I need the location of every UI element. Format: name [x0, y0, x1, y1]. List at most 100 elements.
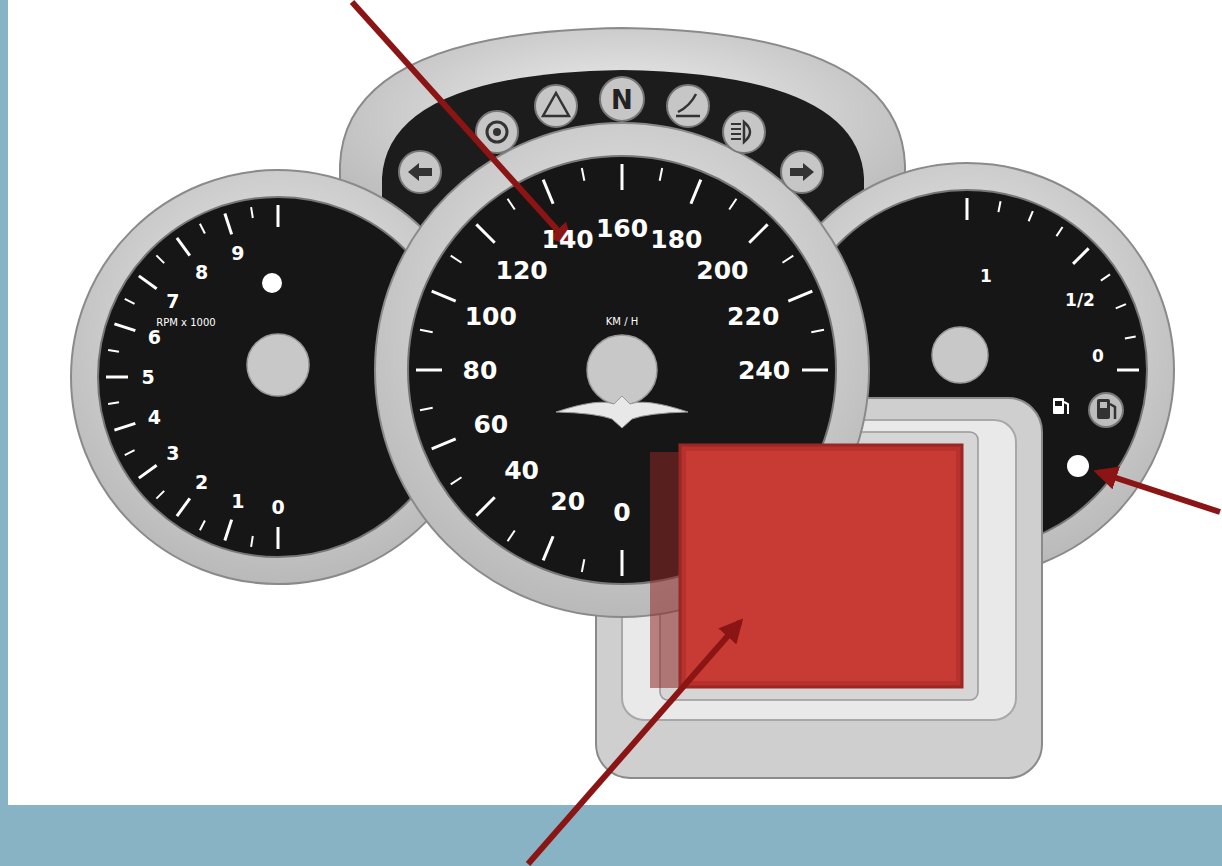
gauge-tick [508, 199, 515, 210]
needle-hub [247, 334, 309, 396]
gauge-tick [200, 224, 205, 234]
gauge-tick [1116, 304, 1126, 308]
speed-number: 140 [542, 226, 594, 251]
gauge-tick [139, 276, 157, 289]
indicator-dot [1067, 455, 1089, 477]
gauge-tick [660, 168, 663, 181]
gauge-tick [621, 164, 624, 190]
gauge-tick [1117, 369, 1139, 372]
gauge-tick [788, 291, 812, 301]
side-stand-lamp [667, 85, 709, 127]
eagle-logo [556, 396, 688, 428]
speed-unit: KM / H [606, 317, 638, 327]
gauge-tick [106, 376, 128, 379]
gauge-tick [543, 536, 553, 560]
gauge-tick [125, 299, 135, 304]
needle-hub [587, 335, 657, 405]
speed-number: 0 [613, 500, 630, 525]
gauge-tick [1101, 274, 1110, 280]
gauge-tick [621, 550, 624, 576]
fuel-mark: 1 [980, 268, 992, 285]
gauge-tick [582, 168, 585, 181]
gauge-tick [416, 369, 442, 372]
gauge-tick [476, 224, 494, 242]
gauge-tick [108, 402, 119, 404]
tachometer-number: 3 [166, 444, 179, 463]
gauge-tick [729, 199, 736, 210]
gauge-tick [139, 465, 157, 478]
speed-number: 240 [738, 358, 790, 383]
tachometer-number: 8 [195, 262, 208, 281]
tachometer-number: 6 [148, 327, 161, 346]
gauge-tick [749, 224, 767, 242]
gauge-tick [966, 198, 969, 220]
gauge-tick [451, 256, 462, 263]
gauge-tick [451, 477, 462, 484]
tachometer-number: 0 [271, 498, 284, 517]
indicator-lamps [399, 77, 823, 193]
speed-number: 100 [465, 303, 517, 328]
gauge-tick [998, 201, 1000, 212]
gauge-tick [251, 207, 253, 218]
speed-number: 160 [596, 216, 648, 241]
gauge-tick [508, 530, 515, 541]
gauge-tick [225, 520, 232, 541]
gauge-tick [432, 291, 456, 301]
display-screen-face [686, 451, 956, 681]
speed-number: 40 [504, 458, 539, 483]
gauge-tick [582, 559, 585, 572]
gauge-tick [114, 423, 135, 430]
gauge-tick [156, 491, 164, 499]
gauge-tick [782, 256, 793, 263]
speed-number: 200 [696, 257, 748, 282]
speed-number: 220 [727, 303, 779, 328]
tachometer-number: 2 [195, 473, 208, 492]
leader-arrow [528, 622, 740, 864]
turn-right-lamp [781, 151, 823, 193]
display-screen [680, 445, 962, 687]
tachometer-number: 5 [141, 368, 154, 387]
turn-left-lamp [399, 151, 441, 193]
gauge-tick [225, 213, 232, 234]
tachometer-number: 1 [231, 491, 244, 510]
speed-number: 20 [550, 489, 585, 514]
display-bezel [596, 398, 1042, 778]
gauge-tick [200, 520, 205, 530]
gauge-tick [420, 408, 433, 411]
gauge-tick [1073, 248, 1089, 264]
leader-arrow [1098, 472, 1220, 512]
gauge-tick [114, 324, 135, 331]
speed-number: 60 [473, 412, 508, 437]
neutral-lamp [600, 77, 644, 121]
indicator-dot [262, 273, 282, 293]
gauge-tick [420, 330, 433, 333]
speed-number: 180 [650, 226, 702, 251]
tachometer-number: 7 [166, 291, 179, 310]
gauge-tick [125, 450, 135, 455]
fuel-warning-lamp [1089, 393, 1123, 427]
fuel-mark: 1/2 [1065, 292, 1095, 309]
gauge-tick [811, 330, 824, 333]
gauge-tick [1056, 227, 1062, 236]
speed-number: 120 [495, 257, 547, 282]
gauge-tick [277, 205, 280, 227]
gauge-tick [177, 238, 190, 256]
leader-arrow [352, 2, 570, 244]
gauge-tick [1125, 336, 1136, 338]
fuel-mark: 0 [1092, 348, 1104, 365]
gauge-tick [802, 369, 828, 372]
gauge-tick [691, 180, 701, 204]
high-beam-lamp [723, 111, 765, 153]
gauge-tick [543, 180, 553, 204]
gauge-tick [476, 497, 494, 515]
tachometer-unit: RPM x 1000 [156, 318, 215, 328]
white-panel [8, 0, 1222, 805]
gauge-tick [156, 255, 164, 263]
needle-hub [932, 327, 988, 383]
gauge-tick [432, 439, 456, 449]
tachometer-number: 9 [231, 244, 244, 263]
speed-number: 80 [463, 358, 498, 383]
